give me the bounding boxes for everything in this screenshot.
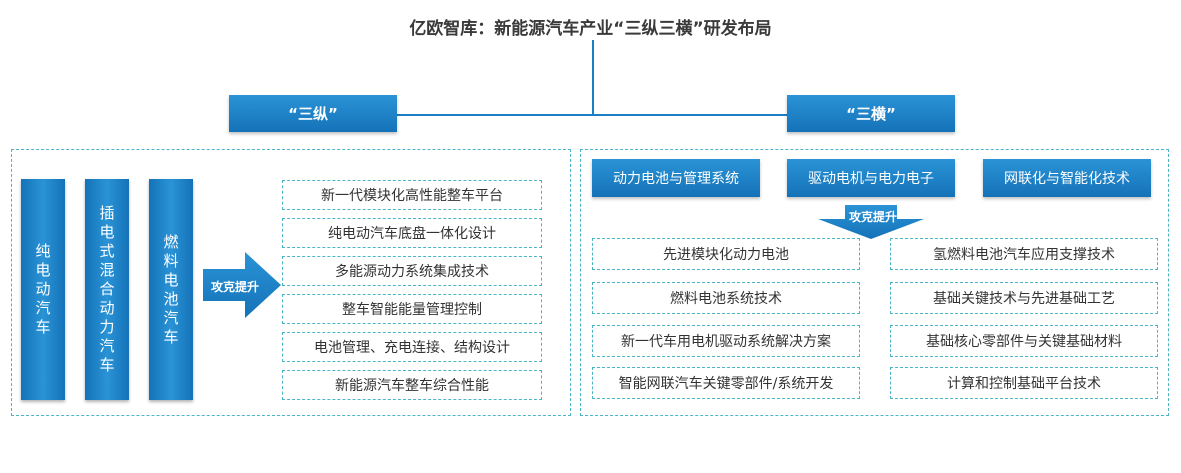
list-item: 基础关键技术与先进基础工艺 — [890, 282, 1158, 314]
list-item: 整车智能能量管理控制 — [282, 294, 542, 324]
top-box-motor: 驱动电机与电力电子 — [787, 159, 955, 197]
list-item: 智能网联汽车关键零部件/系统开发 — [592, 367, 860, 399]
list-item: 基础核心零部件与关键基础材料 — [890, 325, 1158, 357]
list-item: 纯电动汽车底盘一体化设计 — [282, 218, 542, 248]
list-item: 新能源汽车整车综合性能 — [282, 370, 542, 400]
list-item: 新一代模块化高性能整车平台 — [282, 180, 542, 210]
list-item: 燃料电池系统技术 — [592, 282, 860, 314]
vertical-bar-bev: 纯电动汽车 — [21, 179, 65, 400]
arrow-down-icon — [818, 205, 924, 239]
list-item: 多能源动力系统集成技术 — [282, 256, 542, 286]
arrow-label: 攻克提升 — [848, 210, 897, 224]
top-box-connectivity: 网联化与智能化技术 — [983, 159, 1151, 197]
list-item: 氢燃料电池汽车应用支撑技术 — [890, 238, 1158, 270]
list-item: 先进模块化动力电池 — [592, 238, 860, 270]
vertical-bar-label: 插电式混合动力汽车 — [99, 204, 115, 374]
left-panel — [11, 149, 571, 416]
list-item: 新一代车用电机驱动系统解决方案 — [592, 325, 860, 357]
top-box-battery: 动力电池与管理系统 — [592, 159, 760, 197]
list-item: 计算和控制基础平台技术 — [890, 367, 1158, 399]
arrow-right-icon — [203, 252, 281, 318]
list-item: 电池管理、充电连接、结构设计 — [282, 332, 542, 362]
vertical-bar-fcev: 燃料电池汽车 — [149, 179, 193, 400]
header-san-zong: “三纵” — [229, 95, 397, 132]
vertical-bar-label: 纯电动汽车 — [35, 242, 51, 336]
right-panel — [580, 149, 1169, 416]
vertical-bar-phev: 插电式混合动力汽车 — [85, 179, 129, 400]
header-san-heng: “三横” — [787, 95, 955, 132]
connector-horizontal — [397, 114, 787, 116]
connector-vertical — [592, 40, 594, 116]
page-title: 亿欧智库：新能源汽车产业“三纵三横”研发布局 — [409, 19, 772, 39]
vertical-bar-label: 燃料电池汽车 — [163, 232, 179, 346]
arrow-label: 攻克提升 — [210, 280, 259, 294]
